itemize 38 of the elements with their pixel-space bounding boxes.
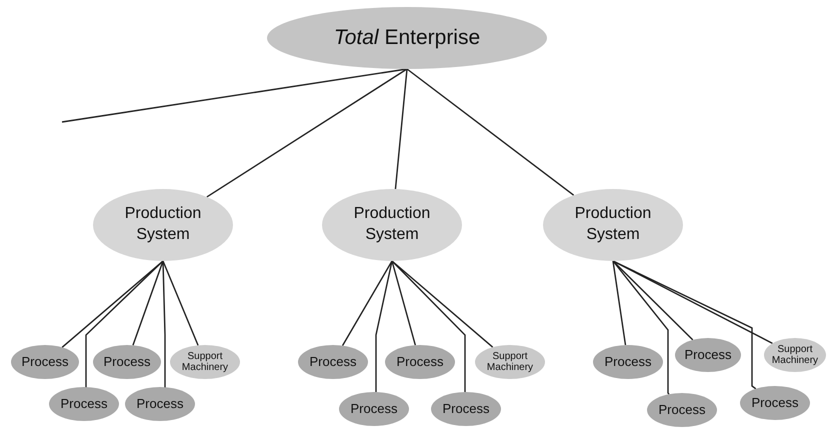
node-label: Process: [136, 396, 184, 412]
node-label: Production System: [574, 204, 652, 245]
process-ellipse: [93, 345, 161, 379]
node-label: Process: [308, 354, 358, 370]
node-label: Process: [350, 402, 398, 416]
node-label: Process: [60, 396, 108, 412]
connector-line: [612, 260, 670, 395]
connector-line: [392, 260, 494, 348]
connector-line: [391, 260, 416, 346]
connector-line: [206, 68, 408, 198]
node-label: Process: [102, 354, 152, 370]
connector-line: [85, 260, 164, 389]
node-label: Support Machinery: [486, 351, 534, 373]
connector-line: [62, 68, 408, 123]
connector-line: [394, 68, 408, 190]
node-label: Process: [750, 396, 800, 410]
connector-line: [132, 260, 164, 346]
node-label: Process: [658, 402, 706, 418]
connector-line: [375, 260, 393, 393]
node-label: Support Machinery: [770, 344, 820, 366]
node-label: Production System: [352, 204, 432, 245]
connector-line: [612, 260, 626, 346]
node-label: Production System: [124, 204, 202, 245]
connector-line: [162, 260, 199, 346]
connector-line: [392, 260, 466, 393]
node-label: Process: [442, 402, 490, 416]
node-label: Process: [684, 348, 732, 362]
connector-line: [406, 68, 574, 196]
node-label: Support Machinery: [180, 351, 230, 373]
connector-line: [162, 260, 166, 389]
node-label: Process: [604, 354, 652, 370]
connector-line: [612, 260, 694, 340]
connector-line: [342, 260, 393, 346]
node-label: Total Enterprise: [332, 26, 482, 50]
connector-line: [612, 260, 773, 344]
node-label: Process: [396, 354, 444, 370]
node-label: Process: [20, 354, 70, 370]
process-ellipse: [764, 338, 826, 372]
